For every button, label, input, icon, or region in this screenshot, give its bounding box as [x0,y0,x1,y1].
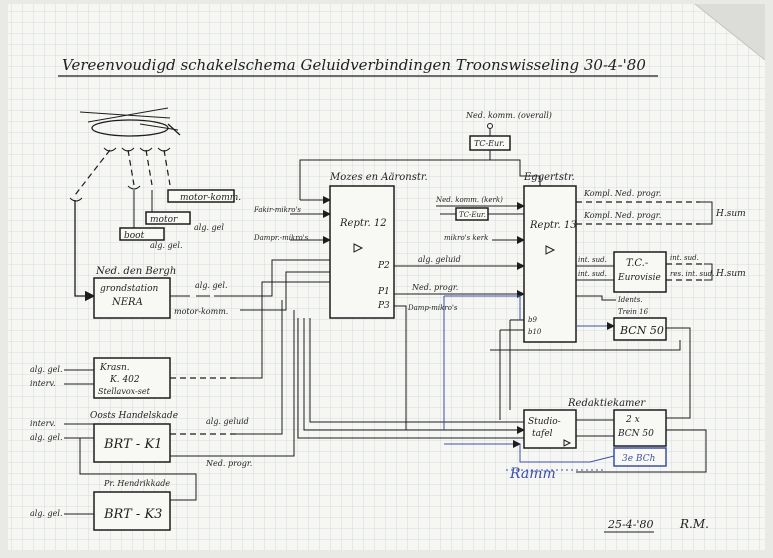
out-trein: Trein 16 [618,308,649,316]
brt-k1-out-ned: Ned. progr. [205,459,252,468]
egg-in-nedkomm: Ned. komm. (kerk) [435,196,503,204]
nera-line2: NERA [111,297,143,308]
bcn50-box [613,409,667,447]
nera-box [93,277,171,319]
brt-k1-box [93,423,171,463]
mic-box-motor-komm [167,189,235,203]
reptr12-p1: P1 [377,287,390,297]
out-idents: Idents. [617,296,643,304]
out-int-sud1: int. sud. [578,256,607,264]
reptr13-label: Reptr. 13 [529,220,577,231]
studio-label-2: tafel [532,429,553,439]
bcn-label-3: 3e BCh [622,454,655,464]
nera-out-alg: alg. gel. [195,281,228,290]
overall-box-label: TC-Eur. [474,139,505,148]
krasn-line1: Krasn. [99,363,130,373]
brt-k3-heading: Pr. Hendrikkade [103,479,170,488]
brt-k3-in-alg: alg. gel. [30,509,63,518]
mic-box-boot [119,227,165,241]
krasn-in-alg: alg. gel. [30,365,63,374]
ned-den-bergh-heading: Ned. den Bergh [95,266,176,277]
krasn-in-interv: interv. [30,379,56,388]
moz-in-dampr: Dampr.-mikro's [253,234,309,242]
tc-eurovisie-2: Eurovisie [617,273,661,283]
signature-date: 25-4-'80 [607,518,653,531]
tc-eurovisie-box [613,251,667,293]
redactie-heading: Redaktiekamer [567,398,646,409]
out-hsum1: H.sum [715,209,746,219]
third-bch-box [613,447,667,467]
mic-box-boot-label: boot [124,231,145,241]
moz-out-alg: alg. geluid [418,255,461,264]
nera-line1: grondstation [100,284,159,294]
out-hsum2: H.sum [715,269,746,279]
bcn-label-2: BCN 50 [617,429,654,439]
tc-eurovisie-1: T.C.- [626,258,649,269]
helicopter-icon [79,107,181,137]
out-int-sud3: int. sud. [670,254,699,262]
reptr13-box [523,185,577,343]
bcn50-top-label: BCN 50 [619,324,664,337]
brt-k1-heading: Oosts Handelskade [90,411,178,421]
mic-box-motor-label: motor [150,215,178,225]
egg-in-mikro: mikro's kerk [444,234,488,242]
brt-k3-label: BRT - K3 [103,507,162,522]
overall-label: Ned. komm. (overall) [465,111,552,120]
studio-label-1: Studio- [528,417,561,427]
moz-out-ned: Ned. progr. [411,283,458,292]
bcn-label-1: 2 x [625,415,640,425]
reptr12-label: Reptr. 12 [339,218,387,229]
out-kompl2: Kompl. Ned. progr. [583,211,661,220]
egg-b10: b10 [528,328,542,336]
brt-k3-box [93,491,171,531]
alg-gel-label-1: alg. gel [194,223,224,232]
brt-k1-in-alg: alg. gel. [30,433,63,442]
out-kompl1: Kompl. Ned. progr. [583,189,661,198]
moz-heading: Mozes en Aäronstr. [329,172,428,183]
mic-box-motor [145,211,191,225]
moz-in-fakir: Fakir-mikro's [253,206,301,214]
egg-tc-label: TC-Eur. [459,211,486,219]
blue-scribble: Ramm [509,466,556,482]
reptr12-p2: P2 [377,261,390,271]
brt-k1-out-alg: alg. geluid [206,417,249,426]
moz-out-damp: Damp-mikro's [407,304,458,312]
out-int-sud2: int. sud. [578,270,607,278]
egg-heading: Eggertstr. [523,172,575,183]
alg-gel-label-2: alg. gel. [150,241,183,250]
out-res-int: res. int. sud. [670,270,714,278]
mic-box-motor-komm-label: motor-komm. [180,193,241,203]
krasn-line3: Stellavox-set [98,387,151,396]
reptr12-box [329,185,395,319]
diagram-title: Vereenvoudigd schakelschema Geluidverbin… [62,56,646,74]
krasn-line2: K. 402 [109,375,140,385]
reptr12-p3: P3 [377,301,390,311]
brt-k1-label: BRT - K1 [103,437,162,452]
signature-initials: R.M. [679,517,709,531]
brt-k1-in-interv: interv. [30,419,56,428]
nera-out-motor: motor-komm. [174,307,228,316]
egg-b9: b9 [528,316,537,324]
